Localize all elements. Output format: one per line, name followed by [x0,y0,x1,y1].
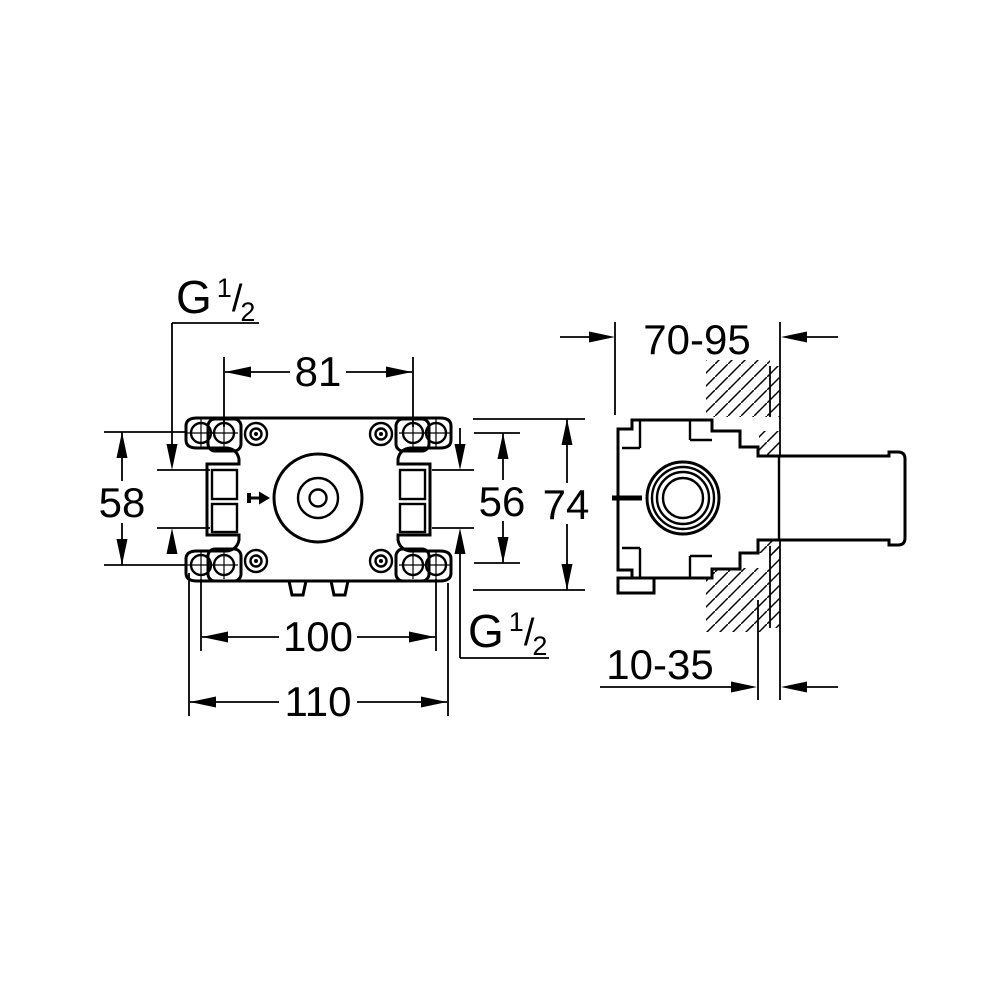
dim-74: 74 [473,418,590,591]
dim-wall-10-35: 10-35 [600,641,838,693]
flow-direction-arrow-icon [247,491,270,505]
inlet-tab-right [398,468,427,534]
screw-icon [210,551,238,579]
dim-100-label: 100 [283,613,353,660]
side-interior-lines [612,420,781,578]
dim-110-label: 110 [285,678,352,725]
dim-74-label: 74 [543,481,590,528]
hole-icon [243,548,269,574]
dim-depth-label: 70-95 [643,316,750,363]
hole-icon [368,548,394,574]
screw-icon [422,551,450,579]
hole-icon [368,421,394,447]
front-view [184,416,453,597]
side-view [612,322,907,700]
dim-81-label: 81 [295,348,342,395]
dim-100: 100 [200,579,437,660]
inlet-tab-left [210,468,239,534]
valve-body-outline [184,416,453,583]
dim-58-label: 58 [99,479,146,526]
foot-right [329,579,350,597]
dim-81: 81 [223,348,414,427]
screw-icon [422,419,450,447]
wall-hatching [706,360,780,632]
dim-56: 56 [474,432,526,564]
valve-spindle [272,452,364,544]
inlet-boss-rings [645,460,721,536]
side-body-outline [616,418,907,580]
mounting-screws [187,419,450,579]
hole-icon [243,421,269,447]
fixing-holes [243,421,394,574]
side-foot [616,576,656,595]
dim-110: 110 [188,573,449,725]
dim-wall-label: 10-35 [606,641,713,688]
drawing-root: 81 58 56 74 [99,271,907,725]
dim-56-label: 56 [479,478,526,525]
dim-depth-70-95: 70-95 [560,316,838,415]
dim-58: 58 [99,431,187,566]
foot-left [287,579,308,597]
